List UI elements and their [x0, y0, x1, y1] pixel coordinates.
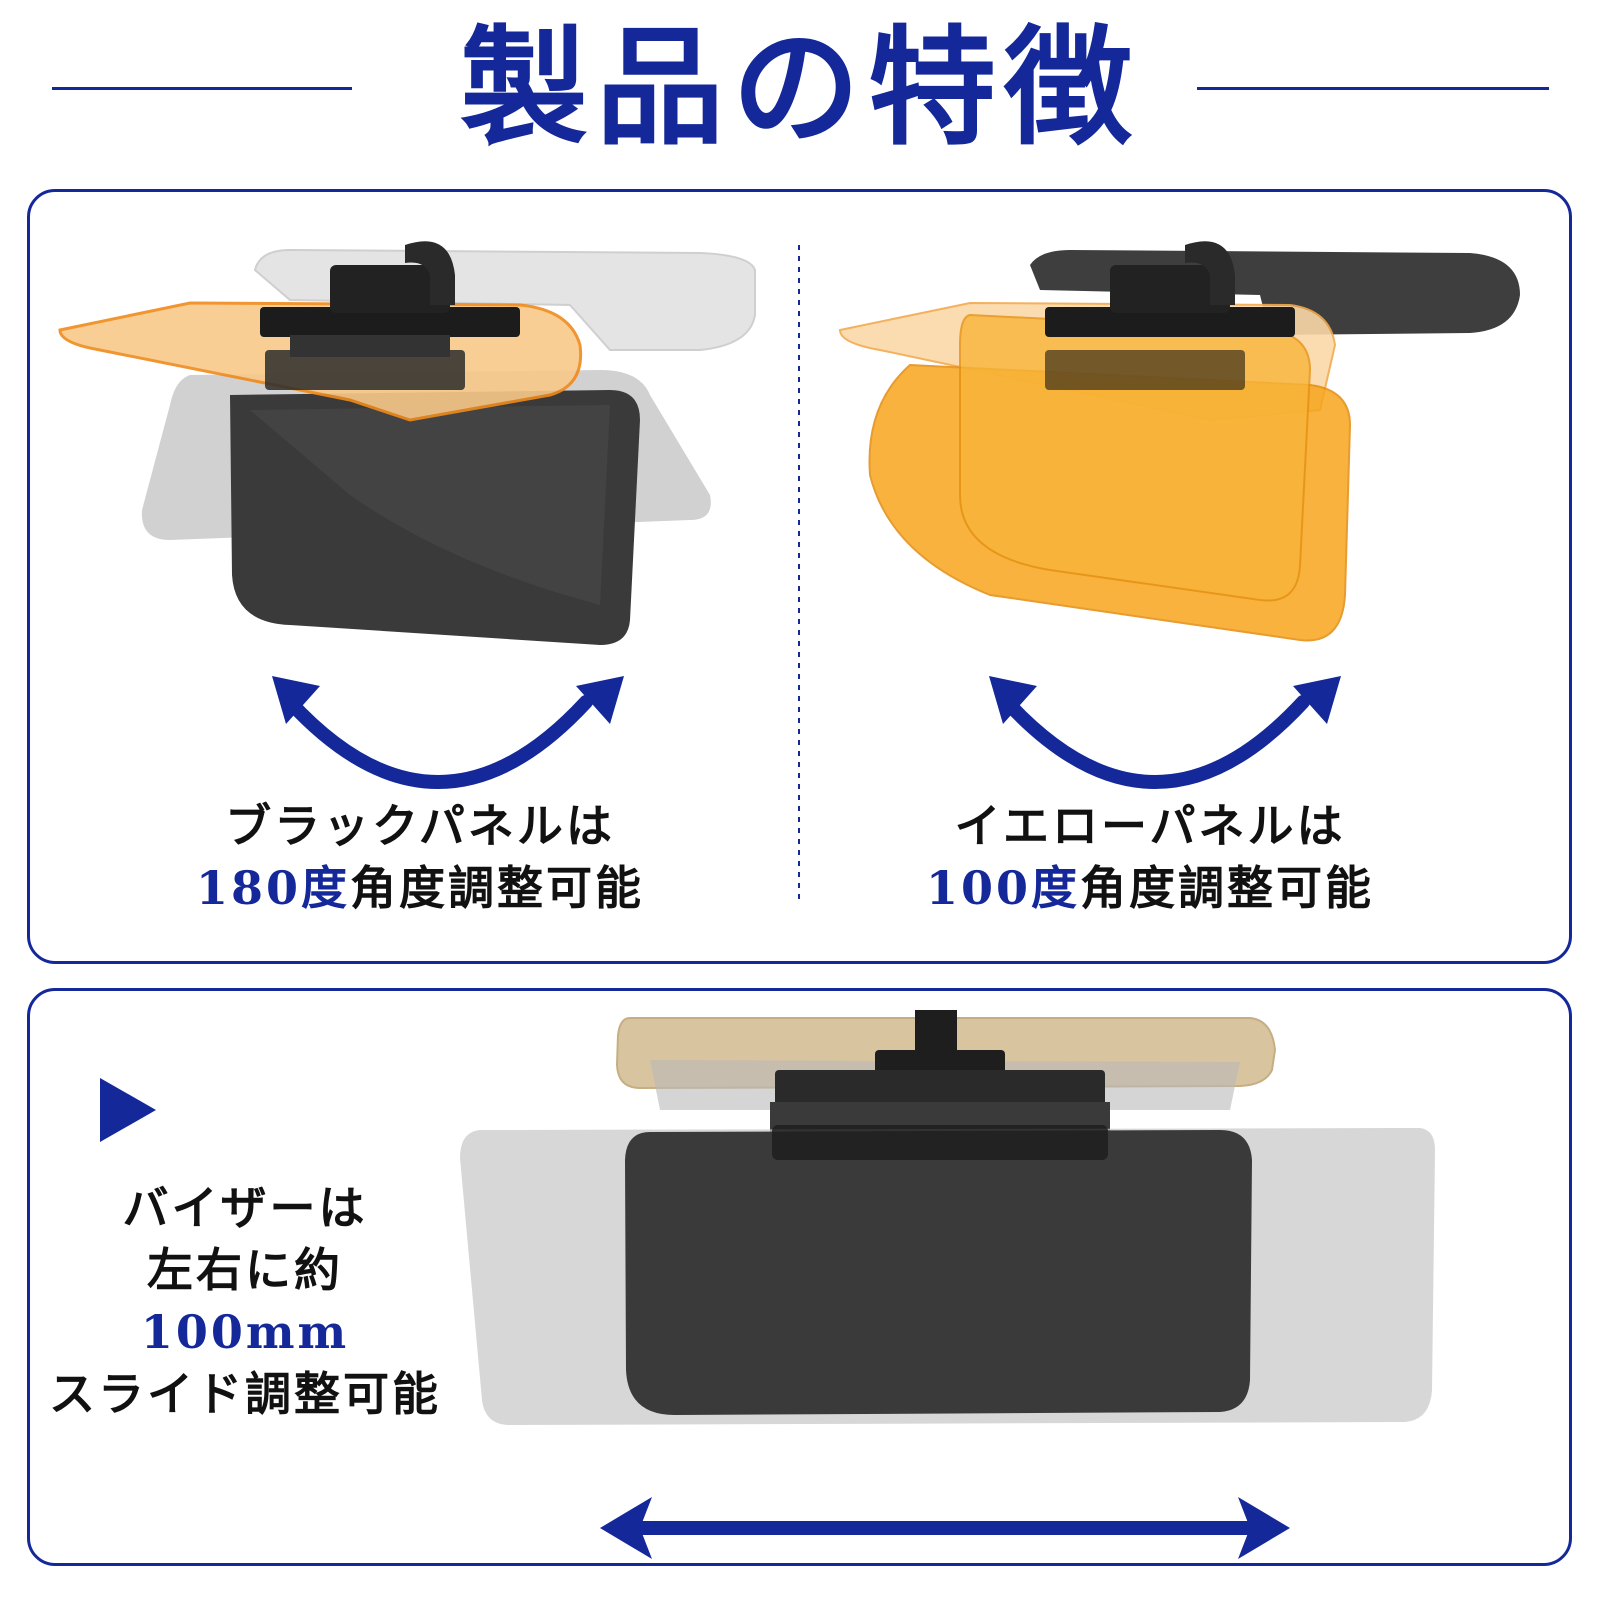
black-panel-line1: ブラックパネルは — [225, 799, 615, 853]
slide-distance: 100mm — [140, 1305, 350, 1359]
slide-caption: バイザーは 左右に約 100mm スライド調整可能 — [40, 1177, 450, 1425]
play-triangle-icon — [100, 1078, 156, 1142]
page-title: 製品の特徴 — [459, 13, 1140, 163]
black-panel-visor-image — [58, 241, 756, 645]
yellow-panel-visor-image — [838, 241, 1520, 642]
slide-visor-image — [460, 1010, 1435, 1425]
rotate-180-arrow-icon — [272, 676, 624, 789]
yellow-panel-line2: 100度角度調整可能 — [840, 857, 1460, 919]
yellow-panel-line1: イエローパネルは — [954, 799, 1346, 853]
header-rule-right — [1197, 87, 1549, 90]
slide-arrow-icon — [600, 1497, 1290, 1559]
slide-line1: バイザーは — [122, 1181, 368, 1235]
yellow-panel-angle: 100度 — [925, 861, 1081, 915]
rotate-100-arrow-icon — [989, 676, 1341, 789]
yellow-panel-angle-suffix: 角度調整可能 — [1080, 861, 1375, 915]
yellow-panel-caption: イエローパネルは 100度角度調整可能 — [840, 795, 1460, 919]
slide-line4: スライド調整可能 — [49, 1367, 441, 1421]
black-panel-line2: 180度角度調整可能 — [110, 857, 730, 919]
panel-divider — [798, 245, 800, 905]
black-lens — [230, 390, 640, 645]
slide-line2: 左右に約 — [147, 1243, 343, 1297]
slide-dark-lens — [625, 1130, 1252, 1415]
black-panel-angle-suffix: 角度調整可能 — [350, 861, 645, 915]
black-panel-caption: ブラックパネルは 180度角度調整可能 — [110, 795, 730, 919]
black-panel-angle: 180度 — [195, 861, 351, 915]
header-rule-left — [52, 87, 352, 90]
